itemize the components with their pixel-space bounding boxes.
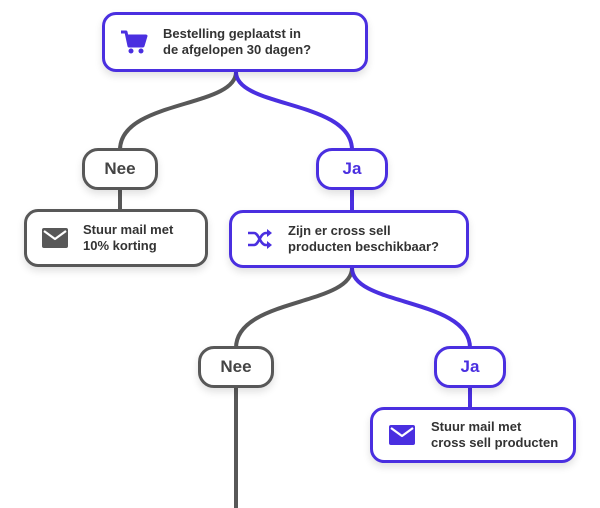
connector-crosssell-no <box>234 267 354 349</box>
node-cross-sell-question-text: Zijn er cross sell producten beschikbaar… <box>288 223 439 254</box>
answer-no-2: Nee <box>198 346 274 388</box>
node-cross-sell-mail: Stuur mail met cross sell producten <box>370 407 576 463</box>
mail-icon <box>27 228 83 248</box>
connector-root-no <box>118 71 238 151</box>
node-cross-sell-mail-text: Stuur mail met cross sell producten <box>431 419 559 450</box>
node-cross-sell-question: Zijn er cross sell producten beschikbaar… <box>229 210 469 268</box>
answer-yes-1: Ja <box>316 148 388 190</box>
node-order-placed: Bestelling geplaatst in de afgelopen 30 … <box>102 12 368 72</box>
node-discount-mail-text: Stuur mail met 10% korting <box>83 222 174 253</box>
mail-icon <box>373 425 431 445</box>
connector-crosssell-yes <box>350 267 472 349</box>
shopping-cart-icon <box>105 29 163 55</box>
shuffle-icon <box>232 228 288 250</box>
connector-root-yes <box>234 71 354 151</box>
node-order-placed-text: Bestelling geplaatst in de afgelopen 30 … <box>163 26 312 57</box>
answer-no-1: Nee <box>82 148 158 190</box>
node-discount-mail: Stuur mail met 10% korting <box>24 209 208 267</box>
answer-yes-2: Ja <box>434 346 506 388</box>
